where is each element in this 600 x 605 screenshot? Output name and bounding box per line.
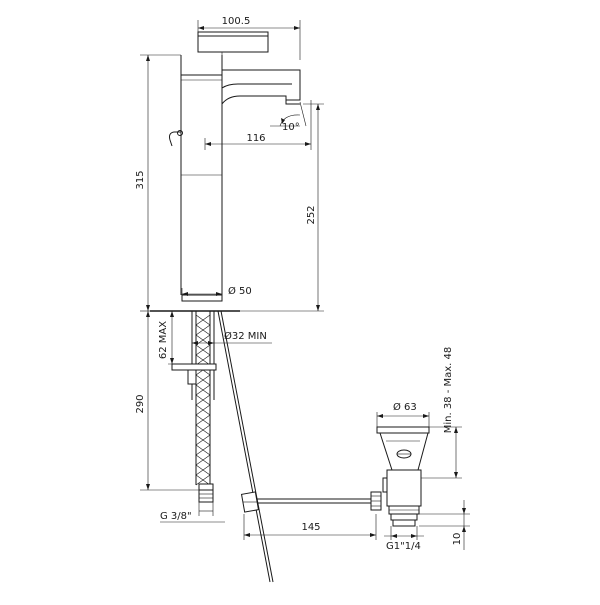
pop-up-rod xyxy=(217,310,372,583)
dim-deck-thickness: 62 MAX xyxy=(158,321,169,359)
dim-total-height: 315 xyxy=(135,170,146,189)
dim-waste-thread: G1"1/4 xyxy=(386,541,421,552)
faucet-body xyxy=(150,31,307,312)
dim-rod-length: 145 xyxy=(301,522,320,533)
dim-waste-nut-height: 10 xyxy=(452,533,463,546)
flex-hose xyxy=(171,311,217,503)
dim-spout-reach: 100.5 xyxy=(222,16,251,27)
dimension-labels: 100.5 315 10° 116 252 Ø 50 Ø32 MIN 62 MA… xyxy=(135,16,463,552)
waste-valve xyxy=(370,426,430,527)
dim-spout-height: 252 xyxy=(306,205,317,224)
dim-spout-projection: 116 xyxy=(246,133,265,144)
dim-waste-depth: Min. 38 - Max. 48 xyxy=(443,347,454,434)
dim-hose-length: 290 xyxy=(135,394,146,413)
dim-waste-flange: Ø 63 xyxy=(393,401,417,413)
dim-connection-thread: G 3/8" xyxy=(160,511,192,522)
dim-outlet-angle: 10° xyxy=(282,122,300,133)
dim-base-diameter: Ø 50 xyxy=(228,285,252,297)
dim-hole-diameter: Ø32 MIN xyxy=(224,330,267,342)
dimension-lines xyxy=(140,20,470,550)
